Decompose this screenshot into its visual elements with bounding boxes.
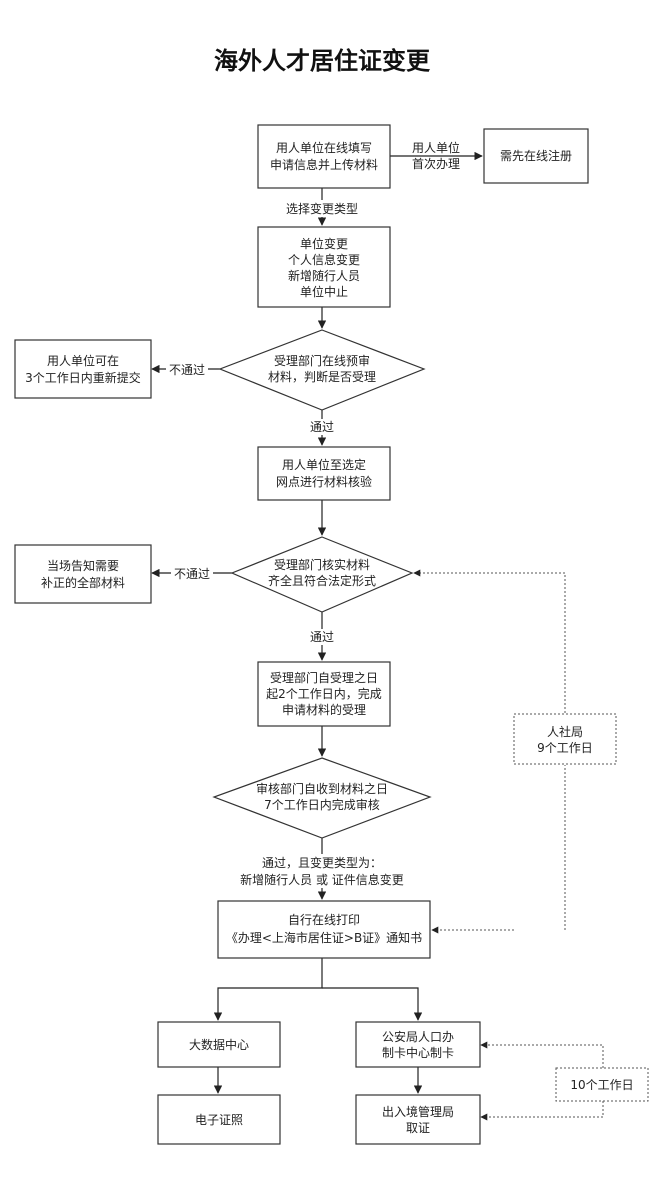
node-audit: 审核部门自收到材料之日 7个工作日内完成审核	[212, 757, 432, 839]
node-accept: 受理部门自受理之日 起2个工作日内，完成 申请材料的受理	[257, 661, 391, 727]
label-select-type: 选择变更类型	[286, 201, 358, 216]
label-first-time-line2: 首次办理	[412, 156, 460, 171]
node-pre-review: 受理部门在线预审 材料，判断是否受理	[218, 329, 426, 411]
node-resubmit-line2: 3个工作日内重新提交	[25, 370, 141, 385]
node-register: 需先在线注册	[483, 128, 589, 184]
dotted-connectors	[413, 569, 604, 1121]
node-hr-bureau-line2: 9个工作日	[537, 741, 593, 755]
node-exit-entry: 出入境管理局 取证	[355, 1094, 481, 1145]
node-print-line2: 《办理<上海市居住证>B证》通知书	[226, 930, 422, 945]
node-change-types: 单位变更 个人信息变更 新增随行人员 单位中止	[257, 226, 391, 308]
label-pass-cond-line2: 新增随行人员 或 证件信息变更	[240, 872, 404, 887]
dotted-arrow-hr-to-verify	[413, 569, 566, 713]
node-verify: 受理部门核实材料 齐全且符合法定形式	[230, 536, 414, 613]
label-fail-1: 不通过	[169, 363, 205, 377]
node-register-line1: 需先在线注册	[500, 148, 572, 163]
node-big-data: 大数据中心	[157, 1021, 281, 1068]
node-site-check: 用人单位至选定 网点进行材料核验	[257, 446, 391, 501]
label-first-time-line1: 用人单位	[412, 140, 460, 155]
node-ten-days-line1: 10个工作日	[570, 1078, 633, 1092]
node-hr-bureau-line1: 人社局	[547, 724, 583, 739]
node-police-line1: 公安局人口办	[382, 1029, 454, 1044]
node-change-types-line2: 个人信息变更	[288, 252, 360, 267]
node-site-check-line2: 网点进行材料核验	[276, 474, 372, 489]
node-e-cert: 电子证照	[157, 1094, 281, 1145]
label-pass-2: 通过	[310, 630, 334, 644]
connectors	[151, 151, 483, 1094]
node-notify-supplement-line2: 补正的全部材料	[41, 575, 125, 590]
node-pre-review-line1: 受理部门在线预审	[274, 353, 370, 368]
dotted-arrow-to-exit-entry	[480, 1101, 604, 1121]
node-audit-line1: 审核部门自收到材料之日	[256, 781, 388, 796]
node-verify-line2: 齐全且符合法定形式	[268, 573, 376, 588]
node-accept-line2: 起2个工作日内，完成	[266, 686, 382, 701]
arrow-to-big-data	[213, 958, 323, 1021]
node-hr-bureau: 人社局 9个工作日	[513, 713, 617, 765]
node-apply-line2: 申请信息并上传材料	[270, 157, 378, 172]
node-ten-days: 10个工作日	[555, 1067, 649, 1102]
node-print-line1: 自行在线打印	[288, 913, 360, 927]
node-accept-line3: 申请材料的受理	[282, 702, 366, 717]
node-notify-supplement-line1: 当场告知需要	[47, 559, 119, 573]
node-audit-line2: 7个工作日内完成审核	[264, 797, 380, 812]
arrow-to-police	[322, 987, 423, 1021]
node-exit-entry-line2: 取证	[406, 1121, 430, 1135]
page-title: 海外人才居住证变更	[214, 46, 431, 75]
node-change-types-line4: 单位中止	[300, 284, 348, 299]
dotted-arrow-to-police	[480, 1041, 604, 1068]
node-print: 自行在线打印 《办理<上海市居住证>B证》通知书	[217, 900, 431, 959]
label-pass-cond-line1: 通过，且变更类型为：	[262, 855, 382, 870]
node-e-cert-line1: 电子证照	[195, 1113, 243, 1127]
node-notify-supplement: 当场告知需要 补正的全部材料	[14, 544, 152, 604]
node-pre-review-line2: 材料，判断是否受理	[268, 369, 376, 384]
node-accept-line1: 受理部门自受理之日	[270, 670, 378, 685]
node-resubmit-line1: 用人单位可在	[47, 353, 119, 368]
node-resubmit: 用人单位可在 3个工作日内重新提交	[14, 339, 152, 399]
label-pass-1: 通过	[310, 420, 334, 434]
node-change-types-line3: 新增随行人员	[288, 268, 360, 283]
node-police-line2: 制卡中心制卡	[382, 1045, 454, 1060]
node-apply: 用人单位在线填写 申请信息并上传材料	[257, 124, 391, 189]
node-big-data-line1: 大数据中心	[189, 1037, 249, 1052]
edge-labels: 用人单位 首次办理 选择变更类型 不通过 通过 不通过 通过 通过，且变更类型为…	[166, 140, 460, 888]
node-exit-entry-line1: 出入境管理局	[382, 1104, 454, 1119]
node-verify-line1: 受理部门核实材料	[274, 557, 370, 572]
node-change-types-line1: 单位变更	[300, 236, 348, 251]
node-apply-line1: 用人单位在线填写	[276, 140, 372, 155]
node-police: 公安局人口办 制卡中心制卡	[355, 1021, 481, 1068]
node-site-check-line1: 用人单位至选定	[282, 457, 366, 472]
label-fail-2: 不通过	[174, 567, 210, 581]
